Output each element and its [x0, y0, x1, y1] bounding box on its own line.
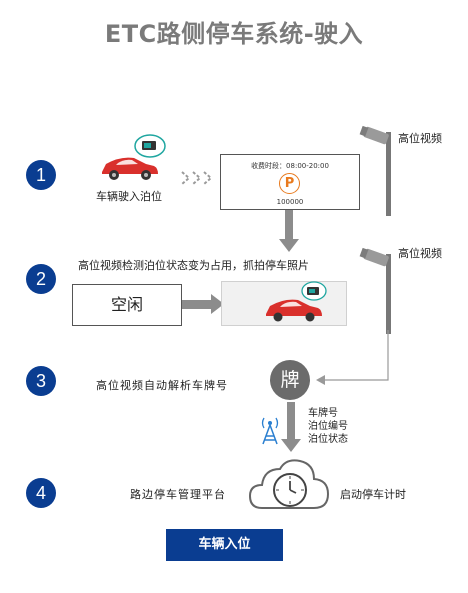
car-etc-icon — [102, 134, 166, 180]
space-number-text: 100000 — [276, 198, 304, 206]
camera-label-2: 高位视频 — [398, 247, 442, 260]
data-item-space-number: 泊位编号 — [308, 421, 348, 432]
car-enters-label: 车辆驶入泊位 — [96, 190, 162, 203]
chevron-arrows-icon — [181, 171, 213, 185]
parking-p-icon: P — [279, 173, 300, 194]
vehicle-parked-button[interactable]: 车辆入位 — [166, 529, 283, 561]
camera-label-1: 高位视频 — [398, 132, 442, 145]
step-3-caption: 高位视频自动解析车牌号 — [96, 379, 228, 392]
data-item-space-status: 泊位状态 — [308, 434, 348, 445]
step-4-badge: 4 — [26, 478, 56, 508]
data-item-plate: 车牌号 — [308, 408, 338, 419]
step-3-badge: 3 — [26, 366, 56, 396]
page-title: ETC路侧停车系统-驶入 — [104, 20, 364, 48]
arrow-down-1 — [279, 210, 299, 252]
signal-tower-icon — [261, 417, 279, 445]
idle-status-box: 空闲 — [72, 284, 182, 326]
platform-label: 路边停车管理平台 — [130, 488, 226, 501]
occupied-car-icon — [266, 281, 327, 322]
camera-to-plate-connector — [316, 330, 389, 385]
arrow-down-2 — [281, 402, 301, 452]
license-plate-recognition-icon: 牌 — [270, 360, 310, 400]
step-1-badge: 1 — [26, 160, 56, 190]
camera-pole-2-icon — [359, 247, 391, 334]
idle-label: 空闲 — [110, 295, 143, 314]
transmitted-data-list: 车牌号 泊位编号 泊位状态 — [308, 407, 348, 446]
step-2-badge: 2 — [26, 264, 56, 294]
fee-period-text: 收费时段：08:00-20:00 — [251, 162, 329, 170]
step-2-caption: 高位视频检测泊位状态变为占用，抓拍停车照片 — [78, 259, 309, 272]
camera-pole-1-icon — [359, 125, 391, 216]
arrow-right-1 — [182, 294, 224, 314]
parking-space-sign: 收费时段：08:00-20:00 P 100000 — [220, 154, 360, 210]
cloud-clock-icon — [248, 459, 330, 509]
timer-start-label: 启动停车计时 — [340, 488, 406, 501]
occupied-status-box — [221, 281, 347, 326]
